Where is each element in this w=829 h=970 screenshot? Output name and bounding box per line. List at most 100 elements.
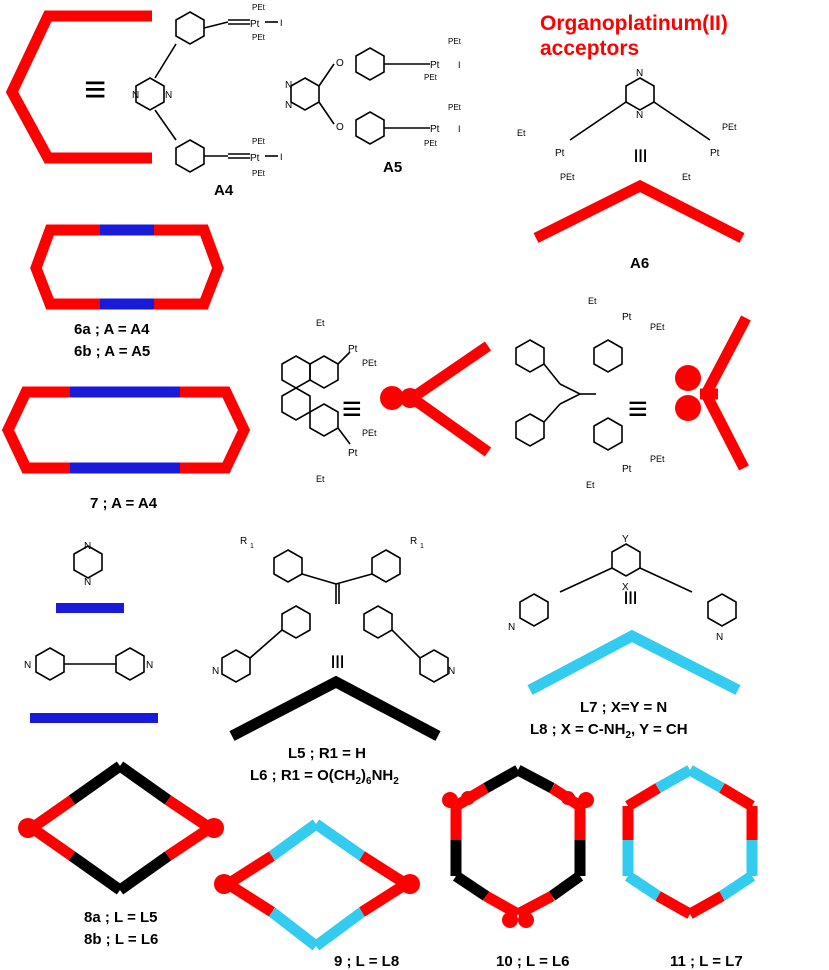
svg-text:Et: Et: [586, 480, 595, 490]
svg-text:PEt: PEt: [252, 137, 266, 146]
svg-text:Pt: Pt: [348, 448, 358, 459]
svg-text:N: N: [84, 541, 91, 552]
structure-tpe-acceptor: Pt Pt Et PEt PEt Et: [515, 296, 665, 490]
svg-text:Et: Et: [316, 318, 325, 328]
svg-text:PEt: PEt: [252, 33, 266, 42]
assembly-9-schematic: [214, 819, 420, 951]
svg-text:R: R: [240, 536, 247, 547]
svg-text:N: N: [448, 666, 455, 677]
label-l6: L6 ; R1 = O(CH2)6NH2: [250, 767, 399, 787]
equiv-symbol-a6: ≡: [626, 148, 656, 163]
svg-text:X: X: [622, 582, 629, 593]
label-6b: 6b ; A = A5: [74, 343, 150, 360]
label-l5: L5 ; R1 = H: [288, 745, 366, 762]
svg-text:N: N: [636, 110, 643, 121]
svg-text:I: I: [280, 18, 283, 28]
svg-text:Pt: Pt: [622, 312, 632, 323]
svg-text:Et: Et: [316, 474, 325, 484]
label-7: 7 ; A = A4: [90, 495, 158, 512]
svg-text:Et: Et: [588, 296, 597, 306]
equiv-symbol-tpe-donor: ≡: [323, 654, 353, 669]
svg-text:Pt: Pt: [348, 344, 358, 355]
equiv-symbol-a4: ≡: [84, 69, 106, 111]
svg-text:I: I: [458, 60, 461, 70]
assembly-6-schematic: [30, 224, 224, 310]
svg-text:PEt: PEt: [362, 358, 377, 368]
svg-text:Pt: Pt: [430, 124, 440, 135]
title-line1: Organoplatinum(II): [540, 12, 728, 35]
assembly-11-schematic: [622, 765, 758, 919]
svg-text:PEt: PEt: [424, 139, 438, 148]
equiv-symbol-tpe: ≡: [628, 390, 648, 428]
svg-text:PEt: PEt: [424, 73, 438, 82]
svg-text:Et: Et: [682, 172, 691, 182]
svg-text:PEt: PEt: [650, 322, 665, 332]
svg-text:PEt: PEt: [362, 428, 377, 438]
svg-text:Pt: Pt: [250, 153, 260, 164]
label-11: 11 ; L = L7: [670, 953, 743, 970]
label-10: 10 ; L = L6: [496, 953, 570, 970]
label-a5: A5: [383, 159, 402, 176]
svg-text:N: N: [165, 90, 172, 101]
structure-tpe-donor: R 1 R 1 N N: [212, 536, 455, 683]
svg-text:O: O: [336, 122, 344, 133]
title-line2: acceptors: [540, 37, 639, 60]
label-8b: 8b ; L = L6: [84, 931, 158, 948]
label-l8: L8 ; X = C-NH2, Y = CH: [530, 721, 688, 741]
structure-phenanthrene-acceptor: Pt Pt Et PEt PEt Et: [281, 318, 377, 484]
structure-a5: N N O O Pt Pt I I PEt PEt PEt PEt: [285, 37, 462, 148]
label-a4: A4: [214, 182, 234, 199]
assembly-8-schematic: [18, 761, 224, 895]
label-6a: 6a ; A = A4: [74, 321, 150, 338]
svg-text:1: 1: [420, 543, 424, 550]
svg-text:N: N: [285, 100, 292, 111]
svg-text:N: N: [636, 68, 643, 79]
svg-text:N: N: [285, 80, 292, 91]
svg-text:Et: Et: [517, 128, 526, 138]
assembly-7-schematic: [1, 386, 251, 474]
donor-bent-schematic: [527, 629, 741, 695]
acceptor-tpe-schematic: [675, 315, 751, 471]
svg-text:R: R: [410, 536, 417, 547]
structure-bent-donor: Y X N N: [508, 534, 737, 643]
label-l7: L7 ; X=Y = N: [580, 699, 667, 716]
svg-text:I: I: [458, 124, 461, 134]
svg-text:PEt: PEt: [722, 122, 737, 132]
svg-text:Pt: Pt: [710, 148, 720, 159]
svg-text:Pt: Pt: [622, 464, 632, 475]
svg-text:Pt: Pt: [555, 148, 565, 159]
structure-bipyridine: N N: [24, 647, 153, 681]
structure-pyrazine: N N: [73, 541, 103, 588]
acceptor-phen-schematic: [380, 341, 492, 457]
svg-text:PEt: PEt: [650, 454, 665, 464]
label-a6: A6: [630, 255, 649, 272]
svg-text:N: N: [508, 622, 515, 633]
acceptor-a6-schematic: [533, 179, 745, 243]
svg-text:PEt: PEt: [252, 3, 266, 12]
label-8a: 8a ; L = L5: [84, 909, 158, 926]
svg-text:N: N: [84, 577, 91, 588]
svg-text:I: I: [280, 152, 283, 162]
donor-tpe-schematic: [229, 675, 441, 741]
svg-text:N: N: [146, 660, 153, 671]
label-9: 9 ; L = L8: [334, 953, 399, 970]
assembly-10-schematic: [442, 765, 594, 928]
svg-text:N: N: [24, 660, 31, 671]
svg-text:Pt: Pt: [250, 19, 260, 30]
svg-text:N: N: [132, 90, 139, 101]
acceptor-a4-schematic: [5, 10, 152, 164]
svg-text:Pt: Pt: [430, 60, 440, 71]
svg-text:N: N: [716, 632, 723, 643]
svg-text:N: N: [212, 666, 219, 677]
equiv-symbol-bent: ≡: [616, 590, 646, 605]
svg-text:1: 1: [250, 543, 254, 550]
equiv-symbol-phen: ≡: [342, 390, 362, 428]
structure-a4: Pt I PEt PEt N N Pt I PEt PEt: [132, 3, 283, 178]
svg-text:PEt: PEt: [448, 37, 462, 46]
structure-a6: N N Pt Pt Et PEt PEt Et: [517, 68, 737, 182]
svg-text:PEt: PEt: [448, 103, 462, 112]
svg-text:Y: Y: [622, 534, 629, 545]
svg-text:O: O: [336, 58, 344, 69]
svg-text:PEt: PEt: [560, 172, 575, 182]
